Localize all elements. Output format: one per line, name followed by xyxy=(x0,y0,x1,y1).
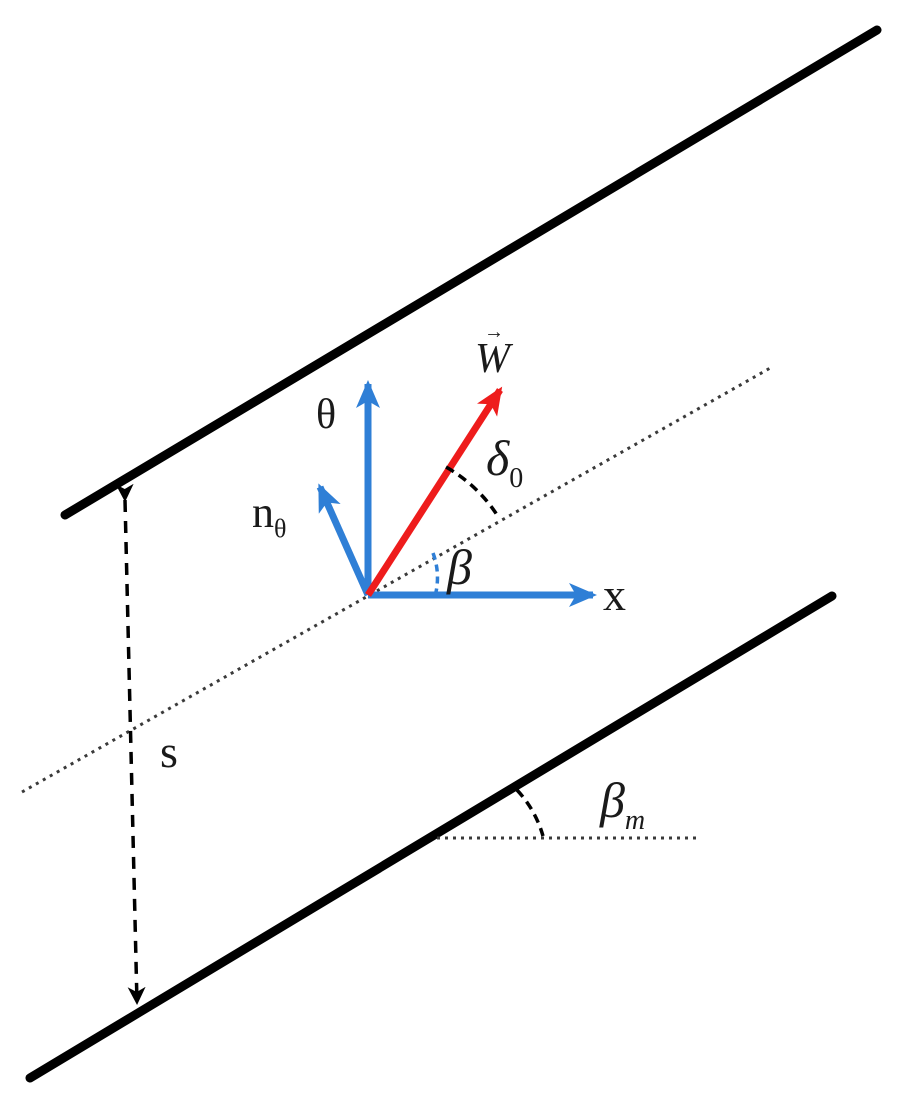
x-axis-label: x xyxy=(603,569,626,620)
theta-label: θ xyxy=(316,392,336,438)
delta-angle-arc xyxy=(445,465,501,519)
delta-label-subscript: 0 xyxy=(509,463,523,494)
lower-blade-line xyxy=(25,591,837,1083)
upper-blade-line xyxy=(60,25,882,520)
velocity-vector-arrow xyxy=(365,386,503,597)
delta-label: δ0 xyxy=(486,430,523,494)
beta-m-angle-arc xyxy=(515,788,545,837)
mean-flow-dotted-line xyxy=(21,365,773,794)
spacing-dimension-arrow xyxy=(115,483,146,1005)
delta-label-base: δ xyxy=(486,430,510,486)
beta-m-label-base: β xyxy=(599,772,625,828)
w-vector-arrow-mark: → xyxy=(484,321,504,343)
n-theta-label-base: n xyxy=(252,488,274,537)
spacing-label: s xyxy=(160,726,178,777)
beta-label: β xyxy=(446,539,472,595)
beta-m-label-subscript: m xyxy=(625,805,645,836)
normal-vector-arrow xyxy=(316,483,372,597)
n-theta-label: nθ xyxy=(252,488,286,543)
beta-m-label: βm xyxy=(599,772,645,836)
beta-angle-arc xyxy=(431,552,440,593)
n-theta-label-subscript: θ xyxy=(274,514,286,543)
w-vector-label: W xyxy=(475,336,514,382)
